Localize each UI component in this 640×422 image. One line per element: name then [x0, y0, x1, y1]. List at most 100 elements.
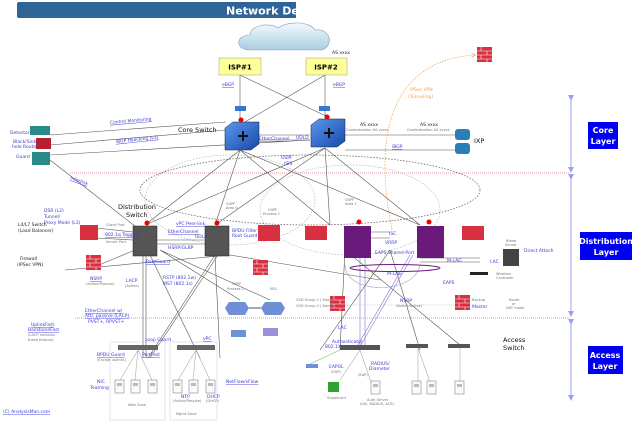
ospf-process-label-1: OSPF — [268, 208, 277, 212]
core-layer-label-1: Core — [593, 126, 614, 135]
access-switch-web-icon — [118, 345, 158, 350]
ospf-area0-label-2: Area 0 — [226, 206, 238, 210]
access-links — [339, 347, 461, 386]
uplinkfast-label-2: BackboneFast — [28, 327, 59, 333]
nsrp2-label: NSRP — [400, 298, 412, 304]
alarm-icon — [144, 220, 150, 226]
ipsec-vpn-tunnel — [384, 55, 475, 231]
portfast-label: PortFast — [142, 352, 160, 358]
distribution-layer-box — [580, 232, 632, 260]
authenticator-switch-icon — [340, 345, 380, 350]
blade-server-label-1: Blade — [506, 239, 517, 243]
etherchannel-note-3: PVST+, RPVST+ — [88, 319, 125, 325]
server-icon — [114, 379, 125, 394]
access-layer-label-2: Layer — [593, 362, 618, 371]
server-icon — [172, 379, 183, 394]
eapol-label: EAPOL — [329, 364, 344, 370]
access-switch-mgmt-icon — [177, 345, 215, 350]
title-bar-extension — [290, 2, 296, 18]
dhcp-mode-label: (DHCP) — [206, 399, 220, 403]
eaps-shared-label: EAPS Shared-Port — [375, 250, 415, 256]
dsr-label-3: Proxy Mode (L3) — [44, 220, 81, 226]
except-uplinks-label: (Except uplinks) — [97, 358, 127, 362]
mlag2-label: M-LAG — [447, 258, 462, 264]
confed2-label: Confederation AS xyzzz — [407, 128, 450, 132]
server-icon — [188, 379, 199, 394]
eap1-label: (EAP) — [331, 370, 341, 374]
detector-icon — [30, 126, 50, 135]
web-zone-frame — [109, 341, 166, 421]
server-links — [119, 349, 211, 381]
wireless-controller-label-2: Controller — [496, 276, 514, 280]
isis-dist-label: ISIS — [270, 287, 277, 291]
eapol-link — [309, 349, 341, 365]
dist-firewall-icon — [252, 259, 269, 276]
eap2-label: (EAP) — [358, 373, 368, 377]
dot1q-label: 802.1q Tagging — [105, 232, 140, 238]
firewall-icon — [85, 254, 102, 271]
ospf-process-label-2: Process 1 — [263, 212, 280, 216]
ospf-area1-label-2: Area 1 — [345, 202, 357, 206]
distribution-switch-2-icon — [204, 225, 230, 257]
authenticator-label: Authenticator — [332, 339, 363, 345]
server-icon — [426, 380, 437, 395]
router-icon-1 — [225, 302, 249, 315]
alarm-icon — [356, 219, 362, 225]
access-switch-label-1: Access — [503, 336, 526, 344]
mgmt-zone-frame — [169, 341, 218, 421]
isp2-label: ISP#2 — [314, 64, 338, 72]
access-device-icon-1 — [231, 330, 246, 337]
core-links — [49, 74, 455, 231]
etherchannel-note-2: Attr. passive (LACP) — [85, 313, 129, 319]
isp1-box — [218, 57, 262, 76]
etherchannel-label: EtherChannel — [259, 136, 290, 142]
bpdu-filter-label-2: Root Guard — [232, 233, 257, 239]
rstp-label: RSTP (802.1w) — [163, 275, 196, 281]
direct-attach-label: Direct Attach — [524, 248, 554, 254]
radius-label-2: Diameter — [369, 366, 390, 372]
distribution-switch-1-icon — [132, 225, 158, 257]
firewall-vpn-icon — [476, 46, 493, 63]
radius-label-1: RADIUS/ — [371, 361, 390, 367]
ixp-router-icon-1 — [455, 129, 470, 140]
page-title: Network Design Architecture — [226, 5, 406, 18]
rootguard-label: RootGuard — [146, 259, 170, 265]
route-nat-label-1: Route — [509, 298, 520, 302]
interlink-label: Interlink — [69, 175, 89, 187]
ixp-label: IXP — [474, 137, 484, 145]
route-nat-label-2: or — [512, 302, 516, 306]
core-switch-label: Core Switch — [178, 126, 217, 134]
eaps-label: EAPS — [443, 280, 455, 286]
ebgp-label-1: eBGP — [222, 82, 234, 88]
wireless-ap-icon — [306, 364, 318, 368]
core-switch-2-icon — [310, 118, 346, 148]
alarm-icon — [426, 219, 432, 225]
uplinkfast-label-3: (LACP contains — [28, 333, 55, 337]
lacp-mode-label: (Active) — [125, 284, 140, 288]
backup-label: Backup — [472, 298, 486, 302]
client-port-label: Client Port — [106, 223, 125, 227]
l47-switch-label-2: (Load Balancer) — [18, 228, 54, 234]
ipsec-vpn-label: IPSec VPN — [410, 87, 433, 93]
alarm-icon — [238, 117, 244, 123]
link-module-icon-1 — [235, 106, 246, 111]
auth-server-icon — [370, 380, 381, 395]
vpc-peer-link-label: vPC Peer-link — [176, 221, 206, 227]
bpdu-filter-label-1: BPDU Filter — [232, 228, 257, 234]
as2-label: AS xxxx — [420, 122, 438, 128]
ospf-area1-label-1: OSPF — [345, 198, 354, 202]
ospf-area0-label-1: OSPF — [226, 202, 235, 206]
vsd-group1-label: VSD Group 1 | Master — [296, 298, 335, 302]
uplinkfast-label-4: these feature) — [28, 338, 54, 342]
vrrp-label: VRRP — [385, 240, 397, 246]
server-icon — [130, 379, 141, 394]
isis-label: ISIS — [284, 161, 293, 167]
dsr-label-2: Tunnel/ — [43, 214, 61, 220]
ospf-area0-ellipse — [144, 154, 316, 246]
mst-label: MST (802.1s) — [163, 281, 193, 287]
hsrp-glbp-label: HSRP/GLBP — [168, 245, 194, 251]
access-device-icon-2 — [263, 328, 278, 336]
router-icon-2 — [261, 302, 285, 315]
distribution-layer-label-1: Distribution — [579, 237, 633, 246]
